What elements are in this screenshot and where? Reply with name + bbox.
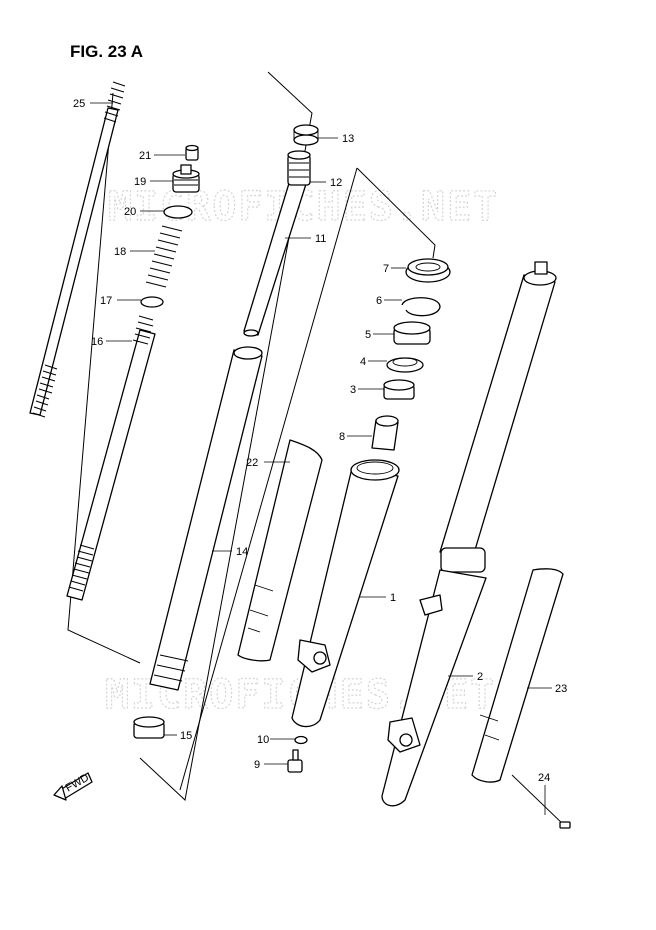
part-21-screw bbox=[185, 144, 199, 161]
part-13-ring bbox=[293, 124, 319, 146]
part-23-fork-guard bbox=[471, 568, 564, 783]
forward-direction-badge: FWD bbox=[53, 772, 93, 801]
callout-16: 16 bbox=[91, 336, 103, 348]
figure-title: FIG. 23 A bbox=[70, 42, 143, 61]
callout-4: 4 bbox=[360, 356, 366, 368]
assembly-frame-right-edge bbox=[179, 167, 358, 791]
callout-15: 15 bbox=[180, 730, 192, 742]
part-7-oil-seal bbox=[405, 258, 451, 283]
part-24-clamp bbox=[511, 774, 571, 829]
part-9-bolt bbox=[287, 749, 303, 773]
part-2-fork-tube bbox=[381, 261, 557, 807]
callout-10: 10 bbox=[257, 734, 269, 746]
part-20-o-ring bbox=[163, 205, 193, 219]
callout-17: 17 bbox=[100, 295, 112, 307]
part-4-bushing bbox=[386, 357, 424, 373]
callout-6: 6 bbox=[376, 295, 382, 307]
part-10-washer bbox=[294, 735, 308, 745]
callout-14: 14 bbox=[236, 546, 248, 558]
callout-1: 1 bbox=[390, 592, 396, 604]
callout-9: 9 bbox=[254, 759, 260, 771]
callout-19: 19 bbox=[134, 176, 146, 188]
part-25-spring-top bbox=[103, 81, 126, 123]
part-5-spacer bbox=[393, 321, 431, 345]
part-18-spring bbox=[145, 225, 183, 288]
part-25-damper-rod bbox=[29, 81, 126, 418]
part-3-bushing bbox=[383, 379, 415, 400]
callout-22: 22 bbox=[246, 457, 258, 469]
leader-lines bbox=[90, 102, 552, 815]
assembly-frame-middle bbox=[139, 71, 313, 801]
part-1-outer-tube bbox=[291, 459, 400, 728]
part-16-spring-bottom bbox=[68, 544, 95, 592]
callout-24: 24 bbox=[538, 772, 550, 784]
callout-13: 13 bbox=[342, 133, 354, 145]
callout-21: 21 bbox=[139, 150, 151, 162]
part-22-fork-guard bbox=[237, 439, 323, 662]
part-19-cap-bolt bbox=[172, 164, 200, 193]
part-17-washer bbox=[140, 296, 164, 308]
part-12-piston-ring bbox=[287, 150, 311, 186]
part-14-inner-tube bbox=[149, 346, 263, 691]
callout-25: 25 bbox=[73, 98, 85, 110]
callout-2: 2 bbox=[477, 671, 483, 683]
assembly-frame-right bbox=[356, 167, 436, 259]
callout-20: 20 bbox=[124, 206, 136, 218]
part-25-spring-bottom bbox=[32, 364, 58, 418]
part-16-fork-spring bbox=[66, 315, 156, 601]
callout-12: 12 bbox=[330, 177, 342, 189]
part-8-oil-lock-piece bbox=[371, 415, 399, 451]
assembly-frame-left bbox=[67, 92, 141, 664]
callout-3: 3 bbox=[350, 384, 356, 396]
part-6-snap-ring bbox=[401, 297, 441, 317]
callout-11: 11 bbox=[315, 233, 326, 245]
part-15-bushing bbox=[133, 716, 165, 739]
callout-7: 7 bbox=[383, 263, 389, 275]
callout-5: 5 bbox=[365, 329, 371, 341]
part-16-spring-top bbox=[132, 315, 154, 345]
callout-18: 18 bbox=[114, 246, 126, 258]
callout-8: 8 bbox=[339, 431, 345, 443]
callout-23: 23 bbox=[555, 683, 567, 695]
